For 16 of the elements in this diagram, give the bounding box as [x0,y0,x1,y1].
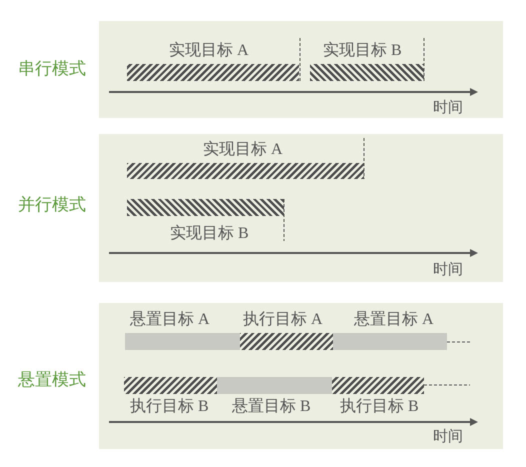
bar-label: 执行目标 B [130,399,209,415]
axis-label: 时间 [433,100,463,114]
axis-label: 时间 [433,262,463,276]
mode-label: 并行模式 [18,196,86,214]
bar-label: 实现目标 B [170,226,249,242]
bar-label: 悬置目标 B [232,399,311,415]
bar-label: 实现目标 B [323,43,402,59]
bar-label: 悬置目标 A [130,312,210,328]
mode-label: 悬置模式 [18,372,86,388]
bar-label: 实现目标 A [169,43,249,59]
bar-label: 执行目标 B [340,399,419,415]
bar-label: 实现目标 A [203,142,283,158]
mode-label: 串行模式 [18,60,86,78]
bar-label: 悬置目标 A [354,312,434,328]
axis-label: 时间 [433,428,463,444]
bar-label: 执行目标 A [243,312,323,328]
